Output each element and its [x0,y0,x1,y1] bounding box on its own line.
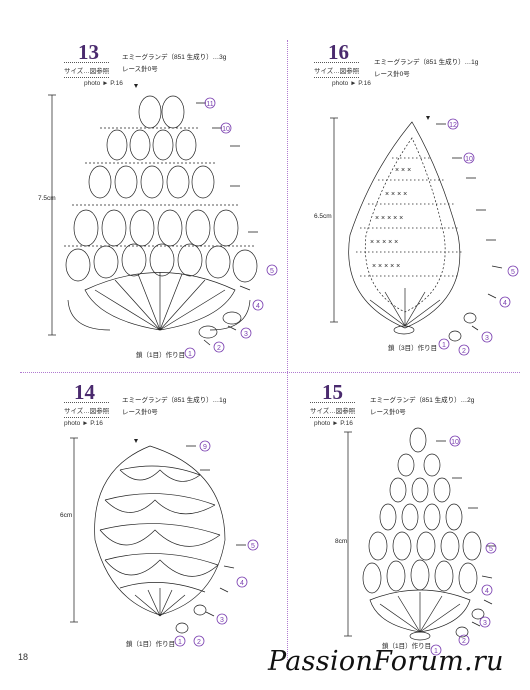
crochet-diagram-16: × × × × × × × × × × × × × × × × × × × × × … [330,116,519,356]
row-marker: 1 [188,351,192,358]
row-marker: 9 [203,444,207,451]
size-label: サイズ…図参照 [310,402,356,418]
chain-label: 鎖（3目）作り目 [388,345,438,352]
row-marker: 1 [442,342,446,349]
row-marker: 10 [222,126,230,133]
height-dimension: 6cm [60,512,73,519]
vertical-divider [287,40,288,660]
row-marker: 1 [434,648,438,655]
row-marker: 5 [511,269,515,276]
photo-ref: photo ► P.16 [84,80,123,87]
height-dimension: 6.5cm [314,213,332,220]
svg-text:× × × × ×: × × × × × [375,215,403,222]
row-marker: 5 [270,268,274,275]
svg-text:× × × × ×: × × × × × [372,263,400,270]
hook-text: レース針0号 [122,409,158,416]
material-text: エミーグランデ（851 生成り）…3g [122,54,227,61]
pattern-number: 13 [78,40,99,64]
crochet-diagram-13: 11 10 5 4 3 2 1 [48,84,278,359]
photo-ref: photo ► P.16 [64,420,103,427]
row-marker: 12 [449,122,457,129]
row-marker: 3 [244,331,248,338]
row-marker: 2 [197,639,201,646]
row-marker: 3 [485,335,489,342]
row-marker: 5 [251,543,255,550]
material-text: エミーグランデ（851 生成り）…1g [122,397,227,404]
row-marker: 2 [462,638,466,645]
material-text: エミーグランデ（851 生成り）…1g [374,59,479,66]
svg-text:× × × ×: × × × × [385,191,407,198]
row-marker: 2 [217,345,221,352]
size-label: サイズ…図参照 [64,62,110,78]
row-marker: 11 [206,101,213,108]
row-marker: 3 [220,617,224,624]
row-marker: 3 [483,620,487,627]
pattern-number: 15 [322,380,343,404]
row-marker: 4 [240,580,244,587]
size-label: サイズ…図参照 [314,62,360,78]
material-text: エミーグランデ（851 生成り）…2g [370,397,475,404]
pattern-number: 16 [328,40,349,64]
hook-text: レース針0号 [122,66,158,73]
chain-label: 鎖（1目）作り目 [136,352,186,359]
row-marker: 10 [451,439,459,446]
row-marker: 4 [485,588,489,595]
row-marker: 4 [503,300,507,307]
row-marker: 4 [256,303,260,310]
chain-label: 鎖（1目）作り目 [126,641,176,648]
row-marker: 5 [489,546,493,553]
row-marker: 2 [462,348,466,355]
photo-ref: photo ► P.16 [314,420,353,427]
photo-ref: photo ► P.16 [332,80,371,87]
size-label: サイズ…図参照 [64,402,110,418]
svg-text:× × ×: × × × [395,167,411,174]
pattern-number: 14 [74,380,95,404]
crochet-diagram-14: 9 5 4 3 2 1 [70,437,259,647]
svg-text:× × × × ×: × × × × × [370,239,398,246]
horizontal-divider [20,372,520,373]
chain-label: 鎖（1目）作り目 [382,643,432,650]
row-marker: 1 [178,639,182,646]
hook-text: レース針0号 [374,71,410,78]
watermark-text: PassionForum.ru [268,646,504,677]
page-number: 18 [18,652,29,662]
height-dimension: 8cm [335,538,348,545]
row-marker: 10 [465,156,473,163]
hook-text: レース針0号 [370,409,406,416]
height-dimension: 7.5cm [38,195,56,202]
